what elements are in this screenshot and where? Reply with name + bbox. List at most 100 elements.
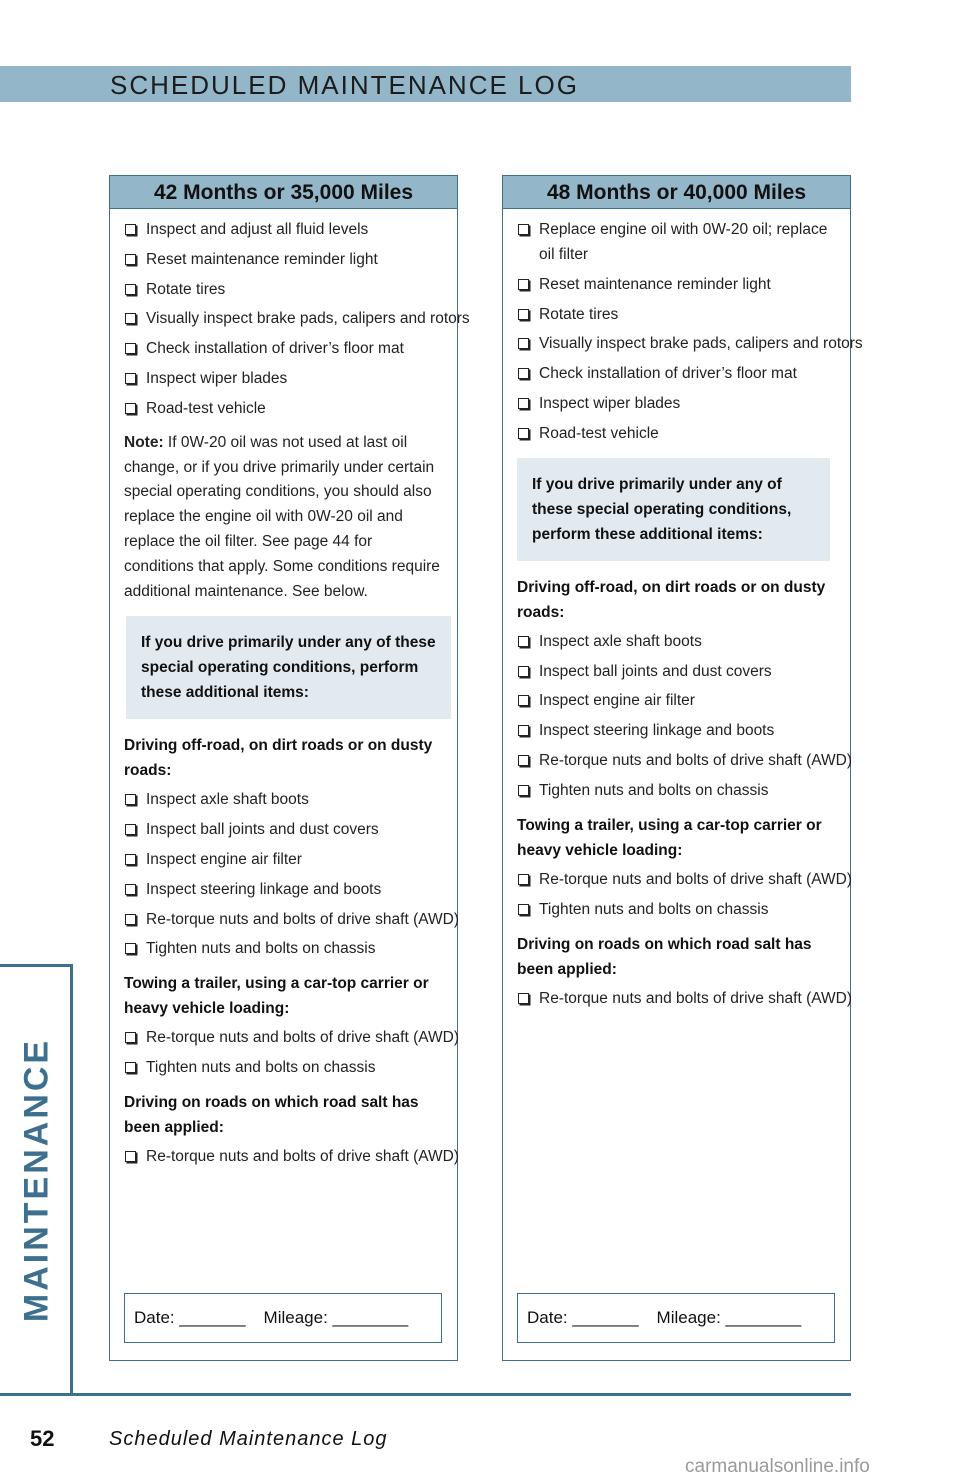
special-conditions-callout: If you drive primarily under any of thes… [517,457,830,561]
note-text: If 0W-20 oil was not used at last oil ch… [124,433,440,600]
checkbox-icon[interactable] [518,368,529,380]
checklist-item[interactable]: Visually inspect brake pads, calipers an… [517,331,863,356]
panel-48-months: 48 Months or 40,000 Miles Replace engine… [502,175,863,1361]
checklist-item[interactable]: Tighten nuts and bolts on chassis [124,936,453,961]
date-mileage-field[interactable]: Date: _______ Mileage: ________ [124,1293,442,1343]
checklist-item[interactable]: Visually inspect brake pads, calipers an… [124,306,470,331]
checkbox-icon[interactable] [518,224,529,235]
checklist-item[interactable]: Re-torque nuts and bolts of drive shaft … [124,1025,459,1050]
checkbox-icon[interactable] [125,253,136,265]
checklist-item[interactable]: Re-torque nuts and bolts of drive shaft … [517,748,852,773]
checklist-item[interactable]: Inspect engine air filter [124,847,453,872]
dusty-roads-checklist: Inspect axle shaft boots Inspect ball jo… [124,787,459,961]
checkbox-icon[interactable] [518,725,529,737]
checkbox-icon[interactable] [518,903,529,915]
section-title-dusty-roads: Driving off-road, on dirt roads or on du… [124,737,433,780]
checkbox-icon[interactable] [518,992,529,1004]
main-checklist: Inspect and adjust all fluid levels Rese… [124,217,470,421]
checkbox-icon[interactable] [518,635,529,647]
checklist-item[interactable]: Inspect wiper blades [517,391,846,416]
checkbox-icon[interactable] [518,784,529,796]
towing-checklist: Re-torque nuts and bolts of drive shaft … [124,1025,459,1080]
header-band: SCHEDULED MAINTENANCE LOG [0,66,851,102]
checkbox-icon[interactable] [125,853,136,865]
towing-checklist: Re-torque nuts and bolts of drive shaft … [517,867,852,922]
checkbox-icon[interactable] [125,224,136,235]
checkbox-icon[interactable] [518,308,529,320]
checkbox-icon[interactable] [125,1032,136,1044]
checklist-item[interactable]: Inspect wiper blades [124,366,453,391]
checkbox-icon[interactable] [518,278,529,290]
checklist-item[interactable]: Inspect and adjust all fluid levels [124,217,453,242]
checkbox-icon[interactable] [125,1151,136,1163]
checklist-item[interactable]: Rotate tires [517,302,846,327]
checkbox-icon[interactable] [125,883,136,895]
checklist-item[interactable]: Road-test vehicle [517,421,846,446]
checklist-item[interactable]: Inspect steering linkage and boots [124,877,453,902]
checklist-item[interactable]: Inspect axle shaft boots [124,787,453,812]
checklist-item[interactable]: Re-torque nuts and bolts of drive shaft … [124,907,459,932]
checkbox-icon[interactable] [125,283,136,295]
checkbox-icon[interactable] [125,313,136,325]
checkbox-icon[interactable] [518,665,529,677]
checklist-item[interactable]: Inspect engine air filter [517,688,846,713]
dusty-roads-checklist: Inspect axle shaft boots Inspect ball jo… [517,629,852,803]
checklist-item[interactable]: Tighten nuts and bolts on chassis [517,778,846,803]
checklist-item[interactable]: Tighten nuts and bolts on chassis [517,897,846,922]
special-conditions-callout: If you drive primarily under any of thes… [126,616,451,720]
checklist-item[interactable]: Inspect axle shaft boots [517,629,846,654]
oil-note: Note: If 0W-20 oil was not used at last … [124,431,453,605]
checkbox-icon[interactable] [518,754,529,766]
page-title: SCHEDULED MAINTENANCE LOG [110,70,579,100]
mileage-label[interactable]: Mileage: ________ [656,1308,802,1327]
panel-42-months: 42 Months or 35,000 Miles Inspect and ad… [109,175,470,1361]
date-mileage-field[interactable]: Date: _______ Mileage: ________ [517,1293,835,1343]
checkbox-icon[interactable] [125,372,136,384]
checklist-item[interactable]: Inspect ball joints and dust covers [517,659,846,684]
checklist-item[interactable]: Check installation of driver’s floor mat [124,336,453,361]
checklist-item[interactable]: Reset maintenance reminder light [517,272,846,297]
watermark: carmanualsonline.info [685,1456,870,1477]
checkbox-icon[interactable] [125,402,136,414]
date-label[interactable]: Date: _______ [134,1308,246,1327]
section-title-road-salt: Driving on roads on which road salt has … [124,1094,419,1137]
panel-body: Inspect and adjust all fluid levels Rese… [110,209,470,1169]
checklist-item[interactable]: Road-test vehicle [124,396,453,421]
checkbox-icon[interactable] [518,397,529,409]
checkbox-icon[interactable] [125,943,136,955]
checklist-item[interactable]: Tighten nuts and bolts on chassis [124,1055,453,1080]
checkbox-icon[interactable] [125,913,136,925]
checkbox-icon[interactable] [125,343,136,355]
checklist-item[interactable]: Re-torque nuts and bolts of drive shaft … [517,986,852,1011]
side-tab [0,964,73,1393]
footer-divider [0,1393,851,1396]
side-tab-label: MAINTENANCE [17,1037,56,1323]
note-label: Note: [124,433,164,451]
checklist-item[interactable]: Check installation of driver’s floor mat [517,361,846,386]
page-number: 52 [30,1426,55,1451]
checkbox-icon[interactable] [125,824,136,836]
main-checklist: Replace engine oil with 0W-20 oil; repla… [517,217,863,446]
road-salt-checklist: Re-torque nuts and bolts of drive shaft … [124,1144,459,1169]
date-label[interactable]: Date: _______ [527,1308,639,1327]
mileage-label[interactable]: Mileage: ________ [263,1308,409,1327]
checklist-item[interactable]: Re-torque nuts and bolts of drive shaft … [517,867,852,892]
section-title-towing: Towing a trailer, using a car-top carrie… [124,975,429,1018]
checklist-item[interactable]: Inspect steering linkage and boots [517,718,846,743]
checklist-item[interactable]: Reset maintenance reminder light [124,247,453,272]
checkbox-icon[interactable] [518,338,529,350]
section-title-towing: Towing a trailer, using a car-top carrie… [517,816,822,859]
checklist-item[interactable]: Re-torque nuts and bolts of drive shaft … [124,1144,459,1169]
checkbox-icon[interactable] [518,427,529,439]
panel-heading: 42 Months or 35,000 Miles [110,176,457,209]
checklist-item[interactable]: Replace engine oil with 0W-20 oil; repla… [517,217,846,267]
panel-body: Replace engine oil with 0W-20 oil; repla… [503,209,863,1011]
checkbox-icon[interactable] [518,695,529,707]
checkbox-icon[interactable] [518,873,529,885]
footer-title: Scheduled Maintenance Log [109,1428,388,1450]
checkbox-icon[interactable] [125,1062,136,1074]
checklist-item[interactable]: Inspect ball joints and dust covers [124,817,453,842]
checkbox-icon[interactable] [125,794,136,806]
road-salt-checklist: Re-torque nuts and bolts of drive shaft … [517,986,852,1011]
checklist-item[interactable]: Rotate tires [124,277,453,302]
